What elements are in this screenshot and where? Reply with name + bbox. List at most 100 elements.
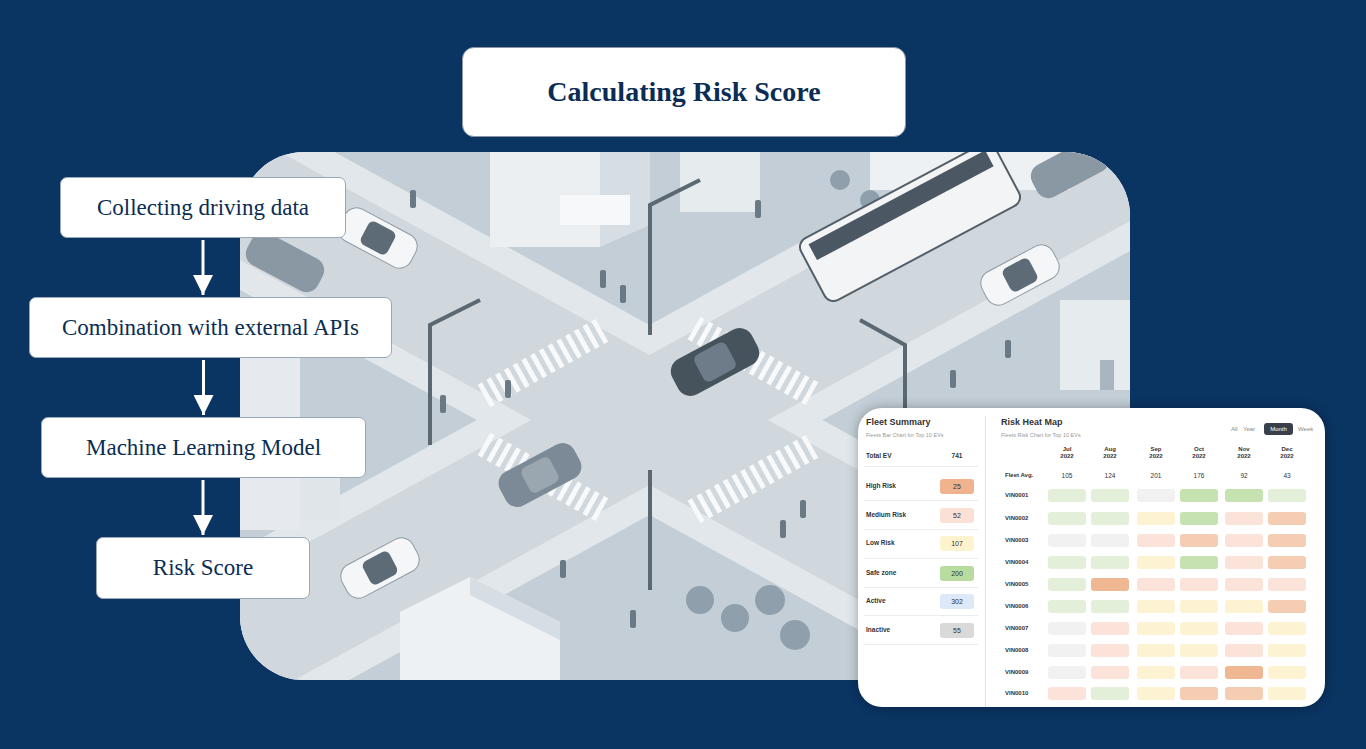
count-badge: 200 [940, 566, 974, 581]
pedestrian [780, 520, 786, 538]
heatmap-cell [1091, 512, 1129, 525]
heatmap-cell [1137, 512, 1175, 525]
heatmap-cell [1225, 512, 1263, 525]
heatmap-cell [1180, 534, 1218, 547]
heatmap-cell [1091, 489, 1129, 502]
dashboard-label: Fleet Summary [866, 417, 931, 427]
heatmap-cell [1048, 512, 1086, 525]
traffic-light [860, 320, 905, 420]
dashboard-label: Week [1298, 426, 1313, 433]
title-box: Calculating Risk Score [462, 47, 906, 137]
dashboard-label: VIN0003 [1005, 537, 1028, 544]
car [336, 533, 424, 602]
heatmap-cell [1225, 600, 1263, 613]
dashboard-label: 92 [1229, 472, 1259, 479]
building [470, 577, 560, 640]
dashboard-label: VIN0010 [1005, 690, 1028, 697]
node-text: 52 [953, 512, 961, 519]
pedestrian [440, 395, 446, 413]
heatmap-cell [1137, 666, 1175, 679]
flow-arrow [202, 240, 205, 295]
heatmap-cell [1091, 644, 1129, 657]
heatmap-cell [1268, 600, 1306, 613]
dashboard-label: Fleet Avg. [1005, 472, 1033, 479]
row-separator [864, 615, 978, 616]
heatmap-cell [1268, 489, 1306, 502]
car [976, 240, 1064, 309]
dashboard-label: 43 [1272, 472, 1302, 479]
dashboard-card: 255210720030255MonthFleet SummaryFleets … [858, 408, 1325, 707]
dashboard-label: Aug 2022 [1100, 446, 1120, 460]
bus [796, 152, 1023, 305]
pedestrian [600, 270, 606, 288]
node-text: Risk Score [153, 555, 253, 581]
car [361, 549, 400, 586]
dashboard-label: 741 [942, 452, 972, 459]
building [1060, 300, 1130, 390]
dashboard-label: VIN0005 [1005, 581, 1028, 588]
heatmap-cell [1137, 600, 1175, 613]
heatmap-cell [1268, 687, 1306, 700]
dashboard-label: Dec 2022 [1277, 446, 1297, 460]
car [1001, 256, 1040, 293]
node-text: Collecting driving data [97, 195, 309, 221]
car [494, 439, 586, 512]
crosswalk [694, 444, 816, 512]
row-separator [864, 529, 978, 530]
dashboard-label: Risk Heat Map [1001, 417, 1063, 427]
dashboard-label: 124 [1095, 472, 1125, 479]
node-text: 200 [951, 570, 963, 577]
heatmap-cell [1048, 534, 1086, 547]
heatmap-cell [1268, 622, 1306, 635]
node-text: Month [1270, 426, 1287, 432]
pedestrian [950, 370, 956, 388]
crosswalk [484, 328, 606, 396]
heatmap-cell [1048, 687, 1086, 700]
heatmap-cell [1268, 644, 1306, 657]
count-badge: 107 [940, 536, 974, 551]
dashboard-label: VIN0008 [1005, 647, 1028, 654]
flow-arrow [202, 360, 205, 415]
heatmap-cell [1225, 578, 1263, 591]
traffic-light [430, 300, 480, 445]
heatmap-cell [1180, 600, 1218, 613]
node-text: Combination with external APIs [62, 315, 359, 341]
building [1100, 360, 1114, 390]
heatmap-cell [1091, 556, 1129, 569]
heatmap-cell [1137, 687, 1175, 700]
heatmap-cell [1268, 534, 1306, 547]
dashboard-label: Low Risk [866, 539, 895, 546]
dashboard-label: Medium Risk [866, 511, 906, 518]
heatmap-cell [1180, 512, 1218, 525]
pedestrian [755, 200, 761, 218]
car [519, 455, 560, 495]
dashboard-label: Total EV [866, 452, 892, 459]
node-text: 25 [953, 483, 961, 490]
dashboard-label: Jul 2022 [1057, 446, 1077, 460]
dashboard-label: Fleets Risk Chart for Top 10 EVs [1001, 432, 1081, 438]
heatmap-cell [1048, 489, 1086, 502]
heatmap-cell [1180, 666, 1218, 679]
heatmap-cell [1048, 622, 1086, 635]
dashboard-label: VIN0001 [1005, 492, 1028, 499]
heatmap-cell [1268, 556, 1306, 569]
count-badge: 52 [940, 508, 974, 523]
pedestrian [560, 560, 566, 578]
row-separator [864, 558, 978, 559]
heatmap-cell [1268, 578, 1306, 591]
heatmap-cell [1225, 489, 1263, 502]
tree [721, 604, 749, 632]
heatmap-cell [1048, 600, 1086, 613]
heatmap-cell [1225, 534, 1263, 547]
heatmap-cell [1268, 666, 1306, 679]
process-box: Collecting driving data [60, 177, 346, 238]
heatmap-cell [1137, 578, 1175, 591]
heatmap-cell [1180, 556, 1218, 569]
heatmap-cell [1225, 622, 1263, 635]
dashboard-label: 105 [1052, 472, 1082, 479]
car [976, 240, 1064, 309]
flow-arrow [202, 480, 205, 535]
car [1026, 152, 1114, 203]
heatmap-cell [1225, 644, 1263, 657]
dashboard-label: Sep 2022 [1146, 446, 1166, 460]
